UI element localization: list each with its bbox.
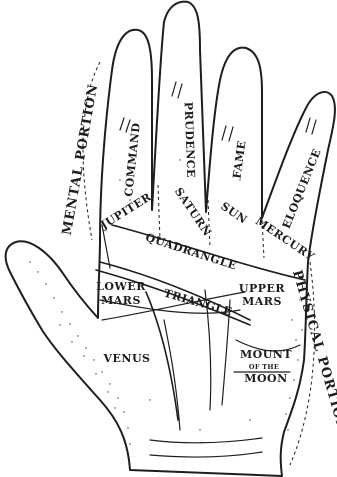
mars-lower-label: MARS bbox=[101, 294, 141, 307]
mental-portion-label: MENTAL PORTION bbox=[60, 82, 101, 236]
prudence-label: PRUDENCE bbox=[182, 102, 198, 179]
of-the-label: OF THE bbox=[249, 363, 279, 371]
mars-upper-label: MARS bbox=[242, 295, 282, 308]
lower-label: LOWER bbox=[96, 280, 146, 293]
upper-label: UPPER bbox=[239, 282, 286, 295]
venus-label: VENUS bbox=[102, 352, 150, 365]
moon-label: MOON bbox=[244, 372, 287, 385]
mount-label: MOUNT bbox=[240, 348, 292, 361]
